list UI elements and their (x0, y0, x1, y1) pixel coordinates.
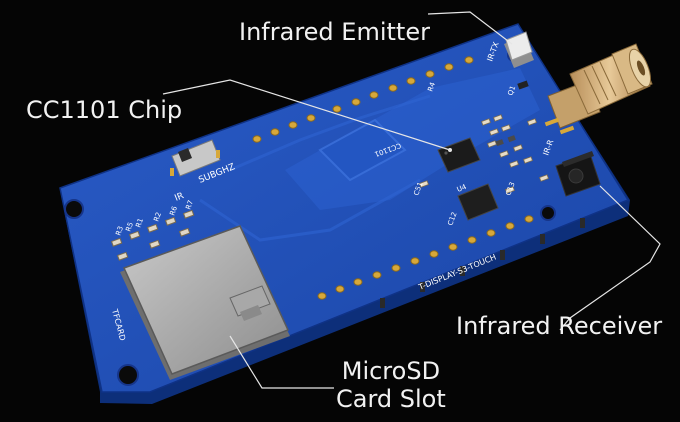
mounting-hole (64, 199, 84, 219)
label-microsd-card-slot: MicroSD Card Slot (336, 357, 446, 413)
leader-dot (448, 148, 452, 152)
silk-q1: Q1 (506, 85, 517, 97)
mounting-hole (540, 205, 556, 221)
header-pins (380, 218, 585, 308)
silk-r2: R2 (152, 211, 163, 223)
label-microsd-line1: MicroSD (341, 357, 441, 385)
mounting-hole (117, 364, 139, 386)
copper-pour-2 (318, 118, 407, 182)
sma-connector (544, 43, 653, 135)
leader-cc1101 (162, 79, 451, 151)
leader-microsd (229, 335, 334, 389)
silk-r4: R4 (426, 81, 437, 93)
u4-chip (457, 183, 499, 221)
silk-r5: R5 (124, 221, 135, 233)
silk-u4: U4 (456, 183, 468, 194)
trace (199, 178, 421, 242)
silk-r7: R7 (184, 199, 195, 211)
smd-components (419, 114, 549, 194)
label-infrared-emitter: Infrared Emitter (239, 18, 430, 46)
label-cc1101-chip: CC1101 Chip (26, 96, 183, 124)
leader-ir-emitter (427, 11, 513, 45)
label-microsd-line2: Card Slot (336, 385, 446, 413)
silk-ir: IR (173, 191, 185, 204)
trace (229, 94, 431, 172)
silk-r1: R1 (134, 217, 145, 229)
leader-ir-receiver (559, 185, 661, 331)
q1-transistor (517, 80, 529, 90)
slide-switch (170, 139, 221, 177)
silk-r6: R6 (168, 205, 179, 217)
inductors (495, 135, 516, 147)
cc1101-chip (437, 137, 481, 173)
header-pads-top (252, 56, 474, 143)
silk-r3: R3 (114, 225, 125, 237)
resistor-array (110, 209, 195, 261)
microsd-slot (120, 225, 290, 380)
header-pads-bottom (317, 215, 534, 300)
label-infrared-receiver: Infrared Receiver (456, 312, 663, 340)
ir-receiver (555, 151, 601, 197)
